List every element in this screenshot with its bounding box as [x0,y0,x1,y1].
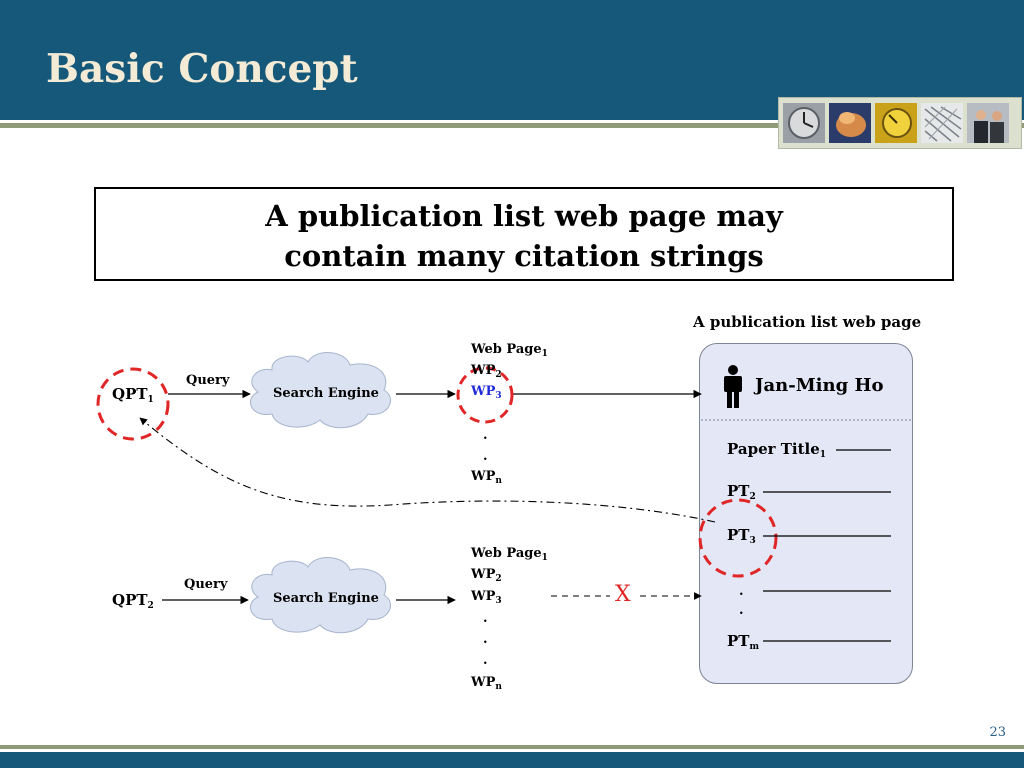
headline-box: A publication list web page may contain … [94,187,954,281]
pub-dot-1: . [739,584,744,599]
publication-page-caption: A publication list web page [693,313,922,331]
qpt1-label: QPT1 [112,385,154,405]
no-match-x-mark: X [615,582,631,607]
person-thumbnail [829,103,871,143]
wp3-highlight-circle [456,366,514,424]
ptm-label: PTm [727,632,759,652]
qpt2-label: QPT2 [112,591,154,611]
headline-line-1: A publication list web page may [265,199,783,233]
flow1-dot-2: . [483,449,488,464]
grid-thumbnail [921,103,963,143]
paper-title-1: Paper Title1 [727,440,827,460]
flow2-dot-1: . [483,611,488,626]
page-number: 23 [989,725,1006,740]
flow1-web-page1: Web Page1 [471,342,548,359]
flow2-wpn: WPn [471,675,502,692]
flow1-dot-1: . [483,428,488,443]
search-engine-label-2: Search Engine [273,591,379,606]
flow2-wp3: WP3 [471,589,502,606]
search-engine-cloud-2 [249,557,391,634]
business-people-thumbnail [967,103,1009,143]
person-icon [724,365,742,408]
flow1-wpn: WPn [471,469,502,486]
footer-bar [0,752,1024,768]
query-label-1: Query [186,373,230,388]
clock-thumbnail [783,103,825,143]
pt2-label: PT2 [727,482,756,502]
flow2-wp2: WP2 [471,567,502,584]
footer-divider [0,745,1024,749]
pt3-highlight-circle [698,498,778,578]
slide-title: Basic Concept [46,46,358,92]
pt3-label: PT3 [727,526,756,546]
pub-dot-2: . [739,603,744,618]
header-divider [0,123,1024,128]
flow2-web-page1: Web Page1 [471,546,548,563]
flow2-dot-3: . [483,653,488,668]
feedback-curve [139,417,716,523]
qpt1-highlight-circle [96,367,170,441]
search-engine-cloud-1 [249,352,391,429]
watch-thumbnail [875,103,917,143]
author-name: Jan-Ming Ho [755,375,884,396]
headline-line-2: contain many citation strings [284,239,764,273]
search-engine-label-1: Search Engine [273,386,379,401]
query-label-2: Query [184,577,228,592]
flow1-wp2: WP2 [471,363,502,380]
flow1-wp3: WP3 [471,384,502,401]
header-thumbnail-strip [778,97,1022,149]
flow2-dot-2: . [483,632,488,647]
